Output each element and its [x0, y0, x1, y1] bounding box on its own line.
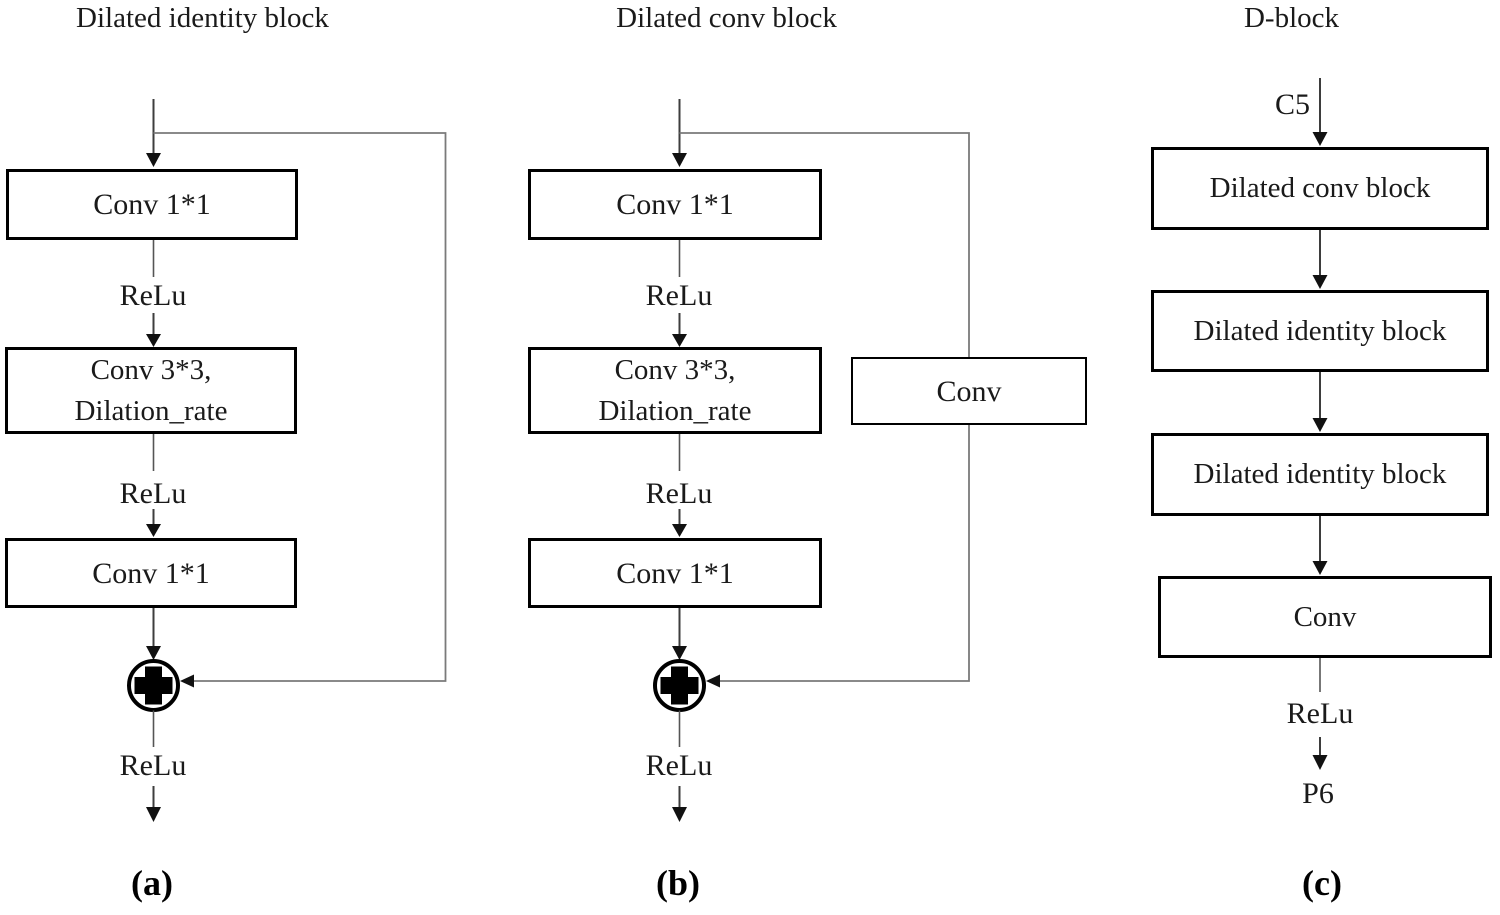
- arrow-down-icon: [1312, 561, 1328, 575]
- box-label-line2: Dilation_rate: [74, 394, 228, 427]
- panel-a-conv3x3-dilation-box: Conv 3*3, Dilation_rate: [5, 347, 297, 434]
- arrow-down-icon: [672, 646, 687, 660]
- arrow-down-icon: [146, 807, 161, 822]
- panel-c-conv-box: Conv: [1158, 576, 1492, 658]
- panel-a-caption: (a): [131, 863, 173, 903]
- arrow-down-icon: [672, 153, 687, 167]
- arrow-down-icon: [146, 334, 161, 347]
- panel-a-relu-label-3: ReLu: [119, 749, 187, 782]
- panel-b-caption: (b): [656, 863, 700, 903]
- panel-c-dilated-conv-block-box: Dilated conv block: [1151, 147, 1489, 230]
- panel-c-dilated-identity-block-box-1: Dilated identity block: [1151, 290, 1489, 372]
- box-label: Conv 1*1: [93, 188, 211, 221]
- arrow-down-icon: [672, 334, 687, 347]
- sum-junction-icon: [127, 659, 180, 712]
- box-label: Dilated identity block: [1193, 314, 1447, 347]
- sum-junction-icon: [653, 659, 706, 712]
- panel-b-conv1x1-box-bottom: Conv 1*1: [528, 538, 822, 608]
- panel-b-conv3x3-dilation-box: Conv 3*3, Dilation_rate: [528, 347, 822, 434]
- arrow-down-icon: [146, 646, 161, 660]
- panel-b-shortcut-conv-box: Conv: [851, 357, 1087, 425]
- box-label-line1: Conv 3*3,: [90, 353, 212, 386]
- skip-connection-line: [153, 132, 447, 682]
- arrow-down-icon: [1312, 275, 1328, 289]
- panel-c-caption: (c): [1302, 863, 1342, 903]
- panel-b-connectors: [653, 99, 970, 822]
- arrow-down-icon: [672, 524, 687, 537]
- panel-c-title: D-block: [1243, 2, 1340, 34]
- box-label: Dilated conv block: [1209, 172, 1431, 204]
- arrow-down-icon: [1312, 132, 1328, 146]
- box-label-line2: Dilation_rate: [598, 394, 752, 427]
- panel-a-conv1x1-box-bottom: Conv 1*1: [5, 538, 297, 608]
- panel-c-connectors: [1312, 78, 1328, 770]
- arrow-down-icon: [146, 524, 161, 537]
- panel-c-dilated-identity-block-box-2: Dilated identity block: [1151, 433, 1489, 516]
- panel-b-relu-label-3: ReLu: [645, 749, 713, 782]
- panel-a-relu-label-1: ReLu: [119, 279, 187, 312]
- arrow-down-icon: [1312, 755, 1328, 770]
- box-label: Conv 1*1: [92, 556, 210, 590]
- box-label: Conv 1*1: [616, 188, 734, 221]
- box-label: Conv: [936, 374, 1002, 408]
- panel-c-output-label: P6: [1302, 777, 1334, 810]
- box-label: Dilated identity block: [1193, 458, 1447, 490]
- arrow-down-icon: [1312, 418, 1328, 432]
- panel-a-title: Dilated identity block: [76, 2, 329, 34]
- panel-b-relu-label-2: ReLu: [645, 477, 713, 510]
- box-label-line1: Conv 3*3,: [614, 353, 736, 386]
- box-label: Conv 1*1: [616, 556, 734, 590]
- panel-a-connectors: [127, 99, 447, 822]
- panel-a-conv1x1-box-top: Conv 1*1: [6, 169, 298, 240]
- panel-b-conv1x1-box-top: Conv 1*1: [528, 169, 822, 240]
- panel-b-relu-label-1: ReLu: [645, 279, 713, 312]
- box-label: Conv: [1293, 600, 1357, 633]
- arrow-left-icon: [180, 674, 194, 688]
- panel-b-title: Dilated conv block: [616, 2, 837, 34]
- arrow-down-icon: [146, 153, 161, 167]
- arrow-down-icon: [672, 807, 687, 822]
- panel-a-relu-label-2: ReLu: [119, 477, 187, 510]
- panel-c-relu-label: ReLu: [1286, 697, 1354, 730]
- arrow-left-icon: [706, 674, 720, 688]
- panel-c-input-label: C5: [1274, 88, 1310, 121]
